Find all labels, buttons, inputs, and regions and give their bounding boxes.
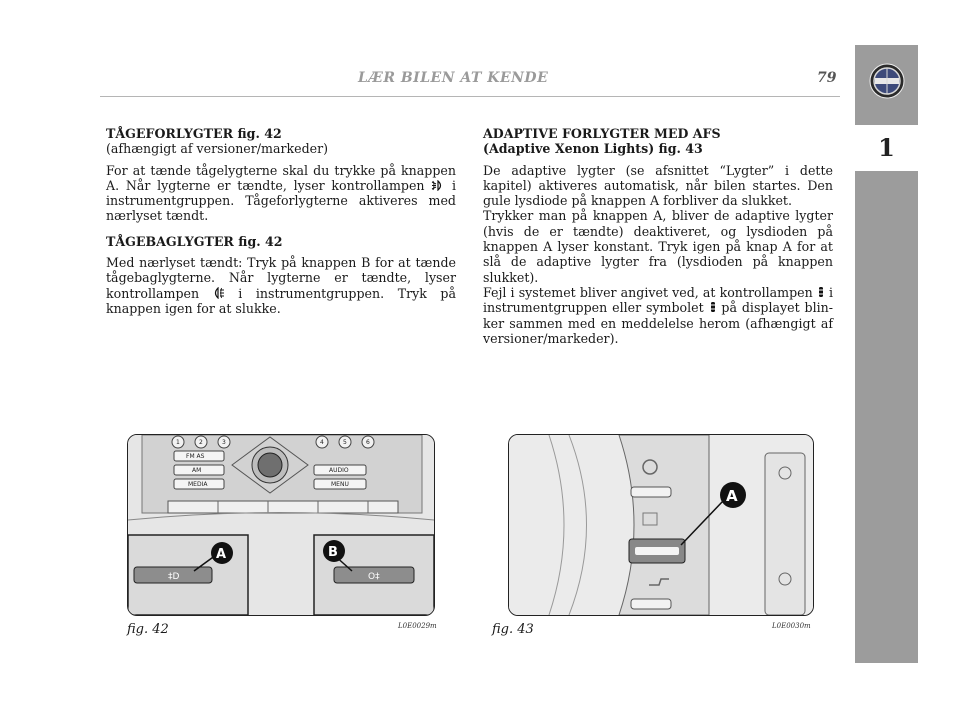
callout-b-label: B (328, 545, 338, 560)
figure-42-caption: fig. 42 (127, 622, 169, 637)
afs-paragraph-1: De adaptive lygter (se afsnittet “Lygter… (483, 162, 833, 209)
dashboard-illustration: 1 2 3 4 5 6 FM AS AM MEDIA AUDIO MENU ‡D… (128, 435, 434, 615)
preset-button-4[interactable]: 4 (320, 439, 324, 446)
rear-fog-lamp-icon (214, 286, 224, 300)
fog-front-subheading: (afhængigt af versioner/markeder) (106, 141, 329, 157)
text-run: For at tænde tågelygterne skal du trykke… (106, 162, 456, 193)
afs-paragraph-2: Trykker man på knappen A, bliver de adap… (483, 208, 833, 285)
menu-button-label[interactable]: MENU (331, 481, 349, 488)
right-column: ADAPTIVE FORLYGTER MED AFS (Adaptive Xen… (483, 126, 833, 346)
page-number: 79 (817, 70, 837, 86)
fog-rear-heading: TÅGEBAGLYGTER fig. 42 (106, 233, 283, 249)
fog-front-paragraph: For at tænde tågelygterne skal du trykke… (106, 163, 456, 224)
audio-button-label[interactable]: AUDIO (329, 467, 349, 474)
header-rule (100, 96, 840, 97)
afs-heading: ADAPTIVE FORLYGTER MED AFS (483, 126, 721, 141)
afs-display-symbol-icon (708, 302, 717, 313)
figure-43-caption: fig. 43 (492, 622, 534, 637)
svg-text:O‡: O‡ (368, 572, 380, 582)
fm-button-label[interactable]: FM AS (186, 453, 205, 460)
preset-button-1[interactable]: 1 (176, 439, 180, 446)
callout-a-label: A (216, 547, 226, 562)
fog-front-heading: TÅGEFORLYGTER fig. 42 (106, 126, 282, 141)
figure-43-code: L0E0030m (772, 622, 811, 630)
preset-button-2[interactable]: 2 (199, 439, 203, 446)
figure-42-dashboard-panel: 1 2 3 4 5 6 FM AS AM MEDIA AUDIO MENU ‡D… (127, 434, 435, 616)
preset-button-6[interactable]: 6 (366, 439, 370, 446)
lancia-emblem-icon (869, 63, 905, 99)
text-run: Fejl i systemet bliver angivet ved, at k… (483, 284, 817, 300)
afs-paragraph-3: Fejl i systemet bliver angivet ved, at k… (483, 285, 833, 346)
media-button-label[interactable]: MEDIA (188, 481, 208, 488)
text-run: Med nærlyset tændt: Tryk på knappen B fo… (106, 255, 456, 301)
chapter-number: 1 (878, 133, 895, 162)
front-fog-lamp-icon (432, 179, 442, 192)
switch-illustration: A (509, 435, 813, 615)
preset-button-5[interactable]: 5 (343, 439, 347, 446)
text-run: i instrumentgruppen eller symbolet (483, 284, 833, 316)
text-run: i instru­mentgruppen. Tågeforlygterne ak… (106, 177, 456, 224)
figure-42-code: L0E0029m (398, 622, 437, 630)
header-title: LÆR BILEN AT KENDE (358, 70, 549, 86)
afs-subheading: (Adaptive Xenon Lights) fig. 43 (483, 141, 703, 157)
text-run: på displayet blin­ker sammen med en medd… (483, 300, 834, 346)
afs-warning-icon (816, 286, 825, 297)
am-button-label[interactable]: AM (192, 467, 201, 474)
figure-43-switch-panel: A (508, 434, 814, 616)
left-column: TÅGEFORLYGTER fig. 42 (afhængigt af vers… (106, 126, 456, 326)
svg-text:‡D: ‡D (168, 572, 180, 582)
text-run: i instrumentgruppen. Tryk på knappen ige… (106, 285, 456, 316)
preset-button-3[interactable]: 3 (222, 439, 226, 446)
fog-rear-paragraph: Med nærlyset tændt: Tryk på knappen B fo… (106, 255, 456, 316)
chapter-tab[interactable]: 1 (855, 122, 918, 174)
callout-a-label: A (726, 487, 738, 505)
